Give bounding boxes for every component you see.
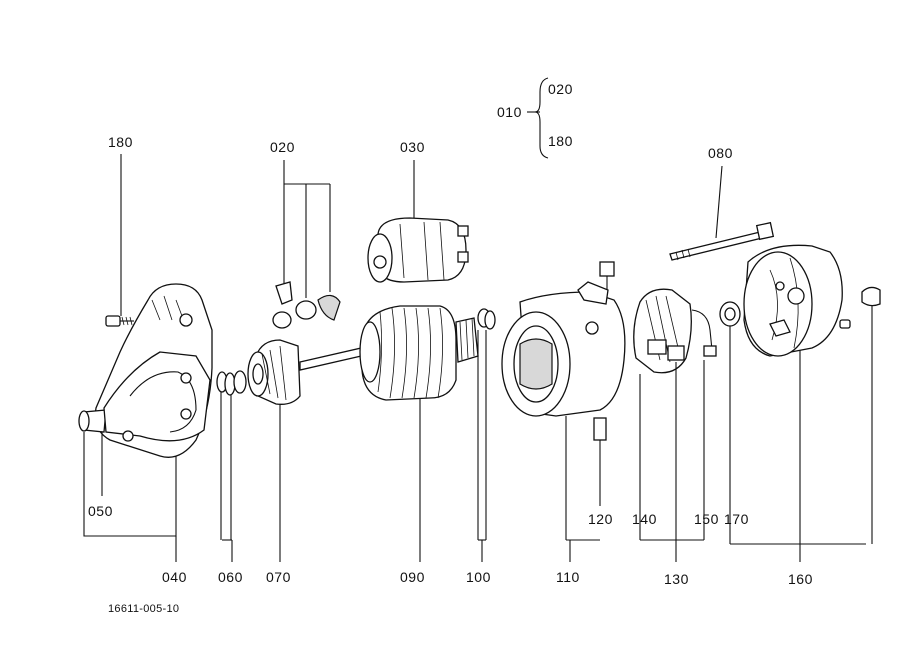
part-020-shift-lever-set: 020 [270, 139, 341, 329]
part-170-bearing: 170 [719, 301, 866, 545]
callout-070: 070 [266, 569, 291, 585]
callout-030: 030 [400, 139, 425, 155]
callout-060: 060 [218, 569, 243, 585]
part-030-magnetic-switch: 030 [367, 139, 469, 283]
callout-090: 090 [400, 569, 425, 585]
callout-040: 040 [162, 569, 187, 585]
assembly-range-start-label: 020 [548, 81, 573, 97]
callout-080: 080 [708, 145, 733, 161]
callout-050: 050 [88, 503, 113, 519]
part-180-screw: 180 [105, 134, 134, 327]
assembly-parent-label: 010 [497, 104, 522, 120]
part-060-retainer-rings: 060 [216, 370, 247, 585]
callout-140: 140 [632, 511, 657, 527]
callout-150: 150 [694, 511, 719, 527]
callout-170: 170 [724, 511, 749, 527]
part-110-yoke: 110 [501, 261, 626, 585]
callout-120: 120 [588, 511, 613, 527]
part-100-thrust-washer: 100 [466, 310, 496, 585]
part-090-armature: 090 [299, 305, 491, 585]
callout-100: 100 [466, 569, 491, 585]
part-130-brush-holder-assembly: 140 130 150 [632, 288, 719, 587]
part-160-rear-end-frame: 160 [743, 244, 881, 587]
part-040-drive-housing: 050 040 [78, 283, 213, 585]
callout-020: 020 [270, 139, 295, 155]
assembly-group-bracket: 010 020 180 [497, 77, 573, 159]
part-070-overrunning-clutch: 070 [247, 339, 301, 585]
callout-180-top: 180 [108, 134, 133, 150]
callout-160: 160 [788, 571, 813, 587]
part-120-brush: 120 [588, 417, 613, 527]
drawing-number: 16611-005-10 [108, 603, 179, 615]
callout-130: 130 [664, 571, 689, 587]
assembly-range-end-label: 180 [548, 133, 573, 149]
part-080-through-bolt: 080 [669, 145, 775, 261]
callout-110: 110 [556, 569, 580, 585]
